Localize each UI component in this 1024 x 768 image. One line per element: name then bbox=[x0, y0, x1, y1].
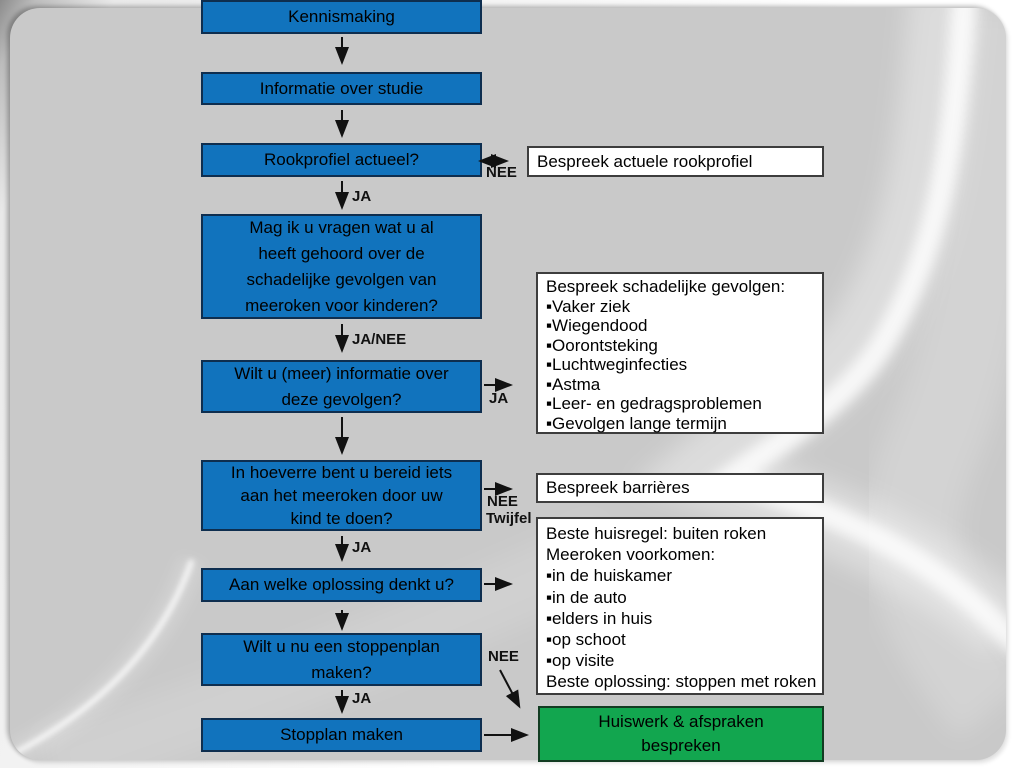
sidebox-item: ▪Vaker ziek bbox=[546, 296, 631, 316]
node-in-hoeverre-bereid: In hoeverre bent u bereid iets aan het m… bbox=[201, 460, 482, 531]
edge-label-twijfel-hoeverre: Twijfel bbox=[486, 510, 532, 527]
sidebox-item: ▪op visite bbox=[546, 651, 615, 671]
node-line: bespreken bbox=[641, 736, 721, 755]
node-line: maken? bbox=[311, 662, 372, 682]
sidebox-item: ▪op schoot bbox=[546, 630, 626, 650]
sidebox-item: ▪Leer- en gedragsproblemen bbox=[546, 394, 762, 413]
edge-label-nee-hoeverre: NEE bbox=[487, 493, 518, 510]
node-label: Aan welke oplossing denkt u? bbox=[229, 575, 454, 594]
node-line: kind te doen? bbox=[290, 509, 393, 528]
node-kennismaking: Kennismaking bbox=[201, 0, 482, 34]
edge-label-ja-hoeverre: JA bbox=[352, 539, 372, 556]
sidebox-bespreek-barrieres: Bespreek barrières bbox=[536, 473, 824, 503]
edge-label-nee-stoppenplan: NEE bbox=[488, 648, 519, 665]
sidebox-item: ▪elders in huis bbox=[546, 608, 653, 628]
node-welke-oplossing: Aan welke oplossing denkt u? bbox=[201, 568, 482, 602]
node-vraag-gevolgen-meeroken: Mag ik u vragen wat u al heeft gehoord o… bbox=[201, 214, 482, 319]
sidebox-label: Bespreek barrières bbox=[546, 478, 690, 497]
sidebox-line: Beste oplossing: stoppen met roken bbox=[546, 672, 817, 692]
sidebox-item: ▪Luchtweginfecties bbox=[546, 355, 688, 374]
sidebox-item: ▪in de auto bbox=[546, 587, 627, 607]
node-line: deze gevolgen? bbox=[281, 389, 402, 409]
node-line: heeft gehoord over de bbox=[258, 243, 425, 263]
node-label: Rookprofiel actueel? bbox=[264, 150, 419, 169]
node-line: Wilt u (meer) informatie over bbox=[234, 363, 449, 383]
node-line: Wilt u nu een stoppenplan bbox=[243, 636, 440, 656]
sidebox-item: ▪Oorontsteking bbox=[546, 335, 658, 355]
edge-label-ja-rookprofiel: JA bbox=[352, 188, 372, 205]
sidebox-schadelijke-gevolgen: Bespreek schadelijke gevolgen: ▪Vaker zi… bbox=[536, 272, 824, 434]
node-label: Stopplan maken bbox=[280, 725, 403, 744]
node-label: Kennismaking bbox=[288, 7, 395, 26]
sidebox-label: Bespreek actuele rookprofiel bbox=[537, 151, 753, 171]
node-huiswerk-afspraken: Huiswerk & afspraken bespreken bbox=[538, 706, 824, 762]
sidebox-item: ▪in de huiskamer bbox=[546, 566, 673, 586]
node-line: Huiswerk & afspraken bbox=[598, 712, 764, 731]
sidebox-huisregels: Beste huisregel: buiten roken Meeroken v… bbox=[536, 517, 824, 695]
node-line: In hoeverre bent u bereid iets bbox=[230, 463, 453, 482]
node-line: aan het meeroken door uw bbox=[240, 486, 443, 505]
sidebox-line: Meeroken voorkomen: bbox=[546, 545, 716, 565]
node-rookprofiel-actueel: Rookprofiel actueel? bbox=[201, 143, 482, 177]
edge-label-janee-vragen: JA/NEE bbox=[352, 331, 407, 348]
sidebox-item: ▪Astma bbox=[546, 374, 601, 394]
node-label: Informatie over studie bbox=[259, 78, 424, 98]
edge-label-ja-informatie: JA bbox=[489, 390, 509, 407]
sidebox-title: Bespreek schadelijke gevolgen: bbox=[546, 277, 786, 296]
node-wilt-meer-informatie: Wilt u (meer) informatie over deze gevol… bbox=[201, 360, 482, 413]
node-line: meeroken voor kinderen? bbox=[245, 295, 438, 315]
node-informatie-over-studie: Informatie over studie bbox=[201, 72, 482, 105]
node-stopplan-maken: Stopplan maken bbox=[201, 718, 482, 752]
sidebox-bespreek-rookprofiel: Bespreek actuele rookprofiel bbox=[527, 146, 824, 177]
node-line: Mag ik u vragen wat u al bbox=[249, 217, 434, 237]
node-stoppenplan-maken-vraag: Wilt u nu een stoppenplan maken? bbox=[201, 633, 482, 686]
sidebox-item: ▪Gevolgen lange termijn bbox=[546, 413, 727, 433]
sidebox-line: Beste huisregel: buiten roken bbox=[546, 524, 767, 543]
node-line: schadelijke gevolgen van bbox=[246, 269, 437, 289]
edge-label-nee-rookprofiel: NEE bbox=[486, 164, 517, 181]
sidebox-item: ▪Wiegendood bbox=[546, 316, 648, 335]
edge-label-ja-stoppenplan: JA bbox=[352, 690, 372, 707]
